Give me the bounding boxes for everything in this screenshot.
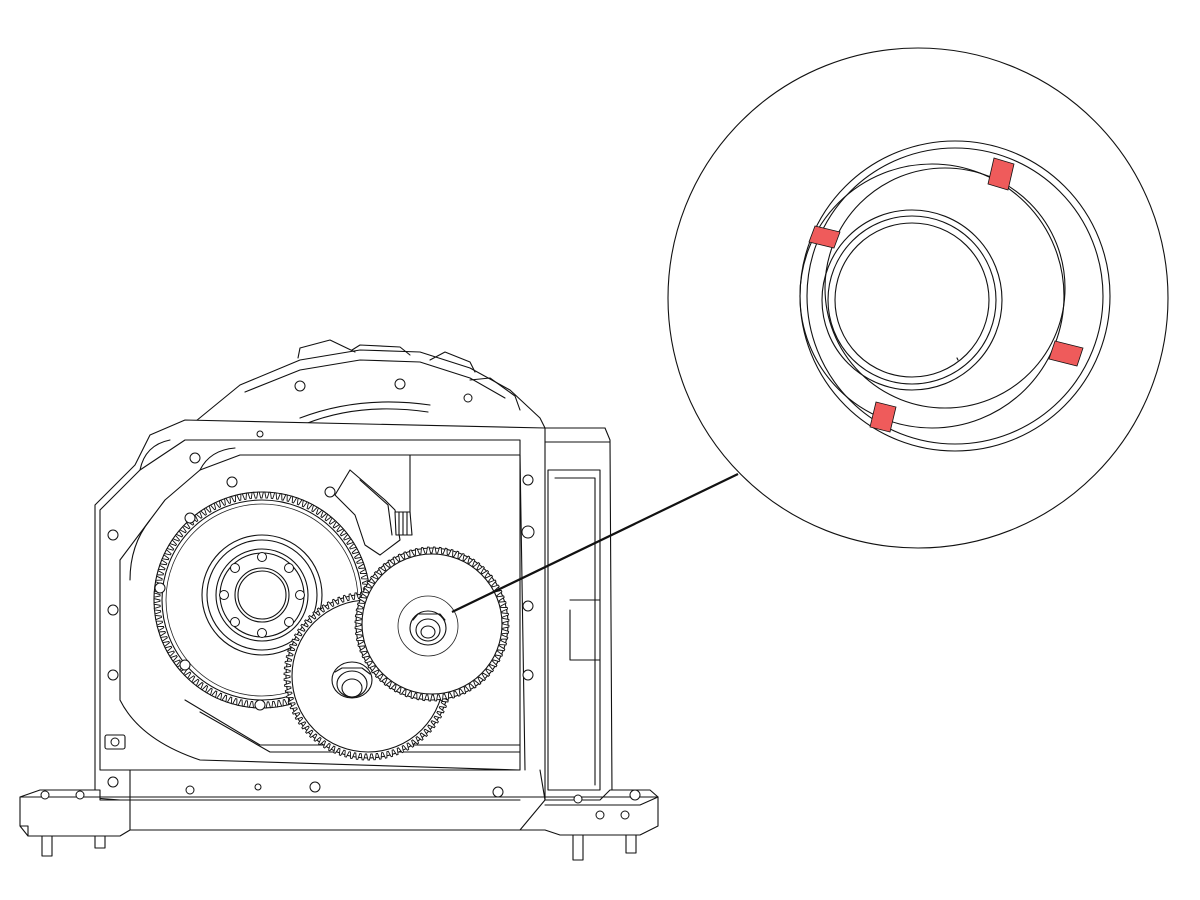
highlight-segment xyxy=(987,157,1015,191)
base-plate xyxy=(19,789,659,861)
callout-line xyxy=(451,473,739,613)
top-cover xyxy=(184,339,546,431)
front-gear xyxy=(354,546,510,702)
highlight-segment xyxy=(1048,340,1084,367)
detail-view xyxy=(667,47,1169,549)
tensioner-arm xyxy=(334,469,413,556)
highlight-segment xyxy=(808,225,841,249)
highlight-segment xyxy=(869,401,897,433)
highlight-segments xyxy=(808,157,1084,433)
pinion-shaft xyxy=(331,661,373,699)
detail-circle xyxy=(667,47,1169,549)
